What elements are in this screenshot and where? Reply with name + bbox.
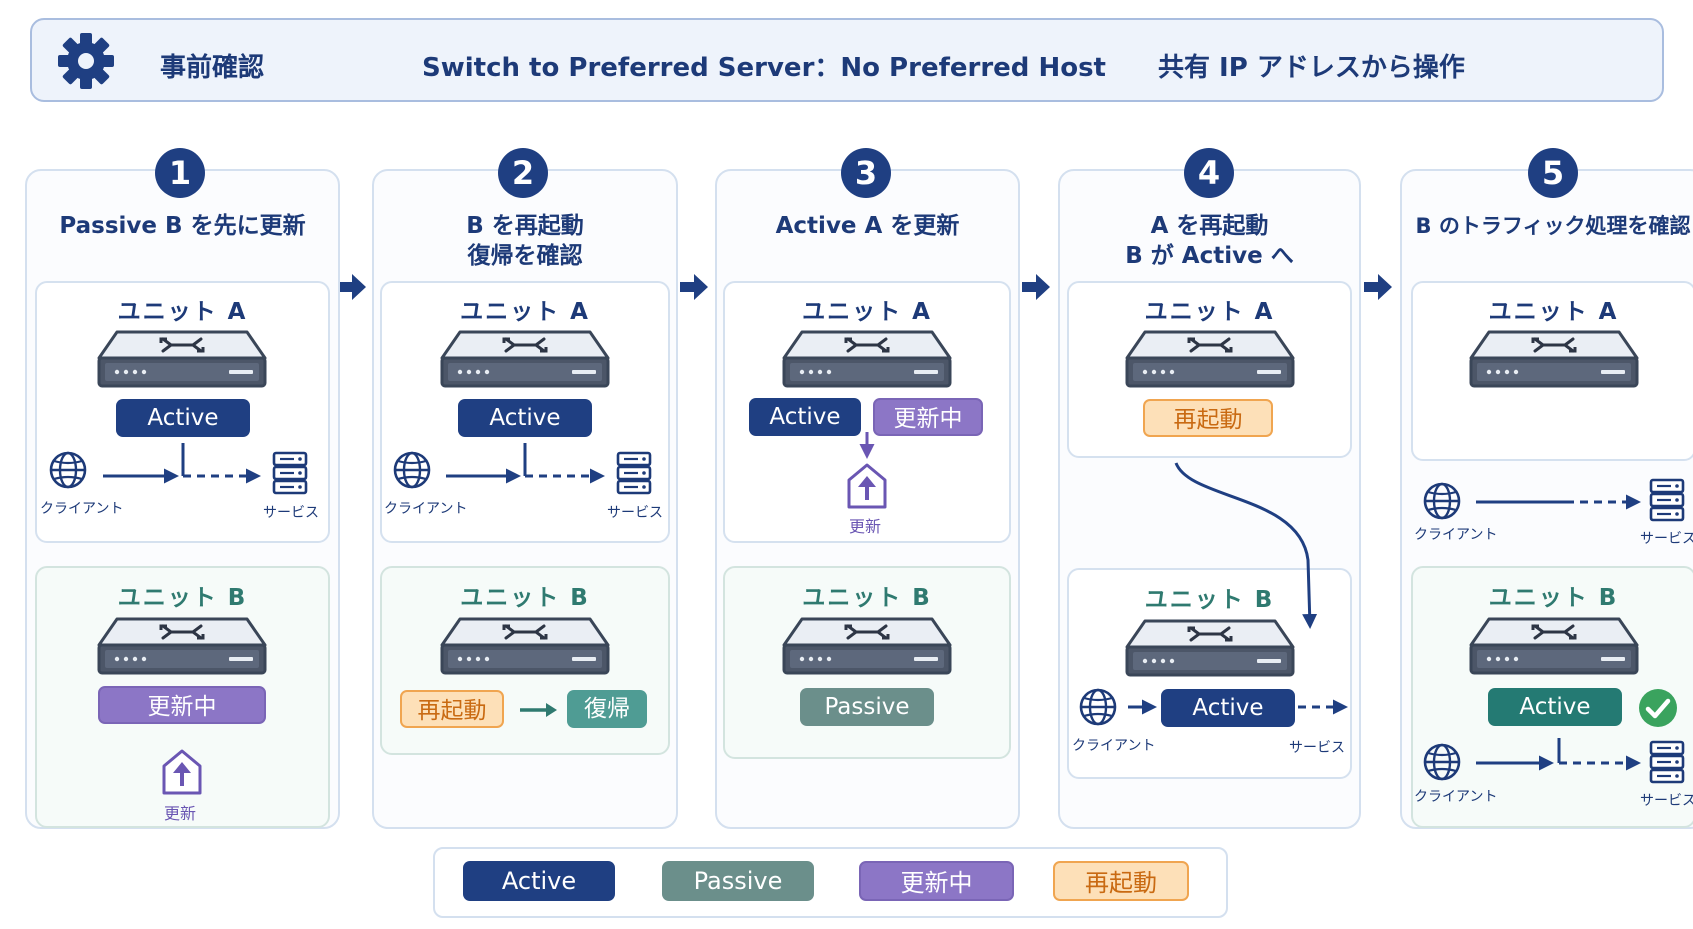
- transition-arrow: [520, 703, 557, 717]
- step-4-unit-b-label: ユニット B: [1144, 587, 1275, 613]
- update-label: 更新: [164, 804, 197, 823]
- step-3-unit-a-status: Active: [749, 398, 861, 436]
- client-label: クライアント: [40, 501, 124, 517]
- step-1-unit-a-label: ユニット A: [117, 299, 248, 325]
- legend-updating: 更新中: [859, 861, 1014, 901]
- header-operation: 共有 IP アドレスから操作: [1158, 53, 1465, 83]
- step-2-unit-a-label: ユニット A: [460, 299, 590, 325]
- step-2-title-line2: 復帰を確認: [467, 243, 583, 269]
- step-5-unit-b-label: ユニット B: [1488, 585, 1619, 611]
- service-label: サービス: [1640, 793, 1693, 809]
- legend-passive: Passive: [662, 861, 814, 901]
- step-4-unit-b-status: Active: [1161, 689, 1295, 727]
- step-2-unit-b-status-next: 復帰: [567, 690, 647, 728]
- step-arrow-icon: [1022, 274, 1050, 300]
- step-4-title-line1: A を再起動: [1150, 213, 1269, 239]
- step-4-unit-a-status: 再起動: [1143, 399, 1273, 437]
- header-setting: Switch to Preferred Server：No Preferred …: [422, 53, 1106, 83]
- step-5-unit-a-label: ユニット A: [1488, 299, 1619, 325]
- step-2-title-line1: B を再起動: [466, 213, 584, 239]
- step-3-title: Active A を更新: [775, 213, 960, 239]
- step-1-title: Passive B を先に更新: [59, 213, 306, 239]
- step-4-number: 4: [1184, 148, 1234, 198]
- step-5-unit-b-status: Active: [1488, 688, 1622, 726]
- step-3-unit-b-label: ユニット B: [802, 585, 932, 611]
- step-3-unit-b-status: Passive: [800, 688, 934, 726]
- step-4-failover-arrow: [1174, 462, 1318, 629]
- step-1-unit-b-status: 更新中: [98, 686, 266, 724]
- client-label: クライアント: [1072, 738, 1156, 754]
- step-3-update-flow: [859, 432, 875, 459]
- legend-restart: 再起動: [1053, 861, 1189, 901]
- step-3-number: 3: [841, 148, 891, 198]
- service-label: サービス: [263, 505, 319, 521]
- step-3-unit-a-label: ユニット A: [802, 299, 932, 325]
- step-1-traffic-flow: [103, 443, 261, 484]
- service-label: サービス: [607, 505, 663, 521]
- step-1-number: 1: [155, 148, 205, 198]
- service-label: サービス: [1289, 740, 1345, 756]
- client-label: クライアント: [1414, 789, 1498, 805]
- step-2-number: 2: [498, 148, 548, 198]
- step-2-traffic-flow: [446, 443, 605, 484]
- step-4-unit-a-label: ユニット A: [1144, 299, 1275, 325]
- step-1-unit-a-status: Active: [116, 399, 250, 437]
- legend-active: Active: [463, 861, 615, 901]
- step-4-traffic-flow: [1128, 699, 1348, 715]
- step-3-unit-a-status-extra: 更新中: [873, 398, 983, 436]
- step-5-number: 5: [1528, 148, 1578, 198]
- update-label: 更新: [849, 517, 882, 536]
- precheck-header: [30, 18, 1664, 102]
- header-title: 事前確認: [160, 53, 265, 83]
- service-label: サービス: [1640, 531, 1693, 547]
- client-label: クライアント: [1414, 527, 1498, 543]
- step-arrow-icon: [680, 274, 708, 300]
- client-label: クライアント: [384, 501, 468, 517]
- step-2-unit-b-label: ユニット B: [460, 585, 590, 611]
- step-4-title-line2: B が Active へ: [1125, 243, 1294, 269]
- check-circle-icon: [1639, 689, 1677, 727]
- step-4-unit-a-card: [1067, 281, 1352, 458]
- step-2-unit-b-status: 再起動: [400, 690, 504, 728]
- step-5-title: B のトラフィック処理を確認: [1415, 214, 1691, 238]
- step-2-unit-a-status: Active: [458, 399, 592, 437]
- step-1-unit-b-label: ユニット B: [117, 585, 248, 611]
- step-5-unit-a-card: [1411, 281, 1693, 461]
- step-arrow-icon: [338, 274, 366, 300]
- step-arrow-icon: [1364, 274, 1392, 300]
- gear-icon: [58, 33, 114, 89]
